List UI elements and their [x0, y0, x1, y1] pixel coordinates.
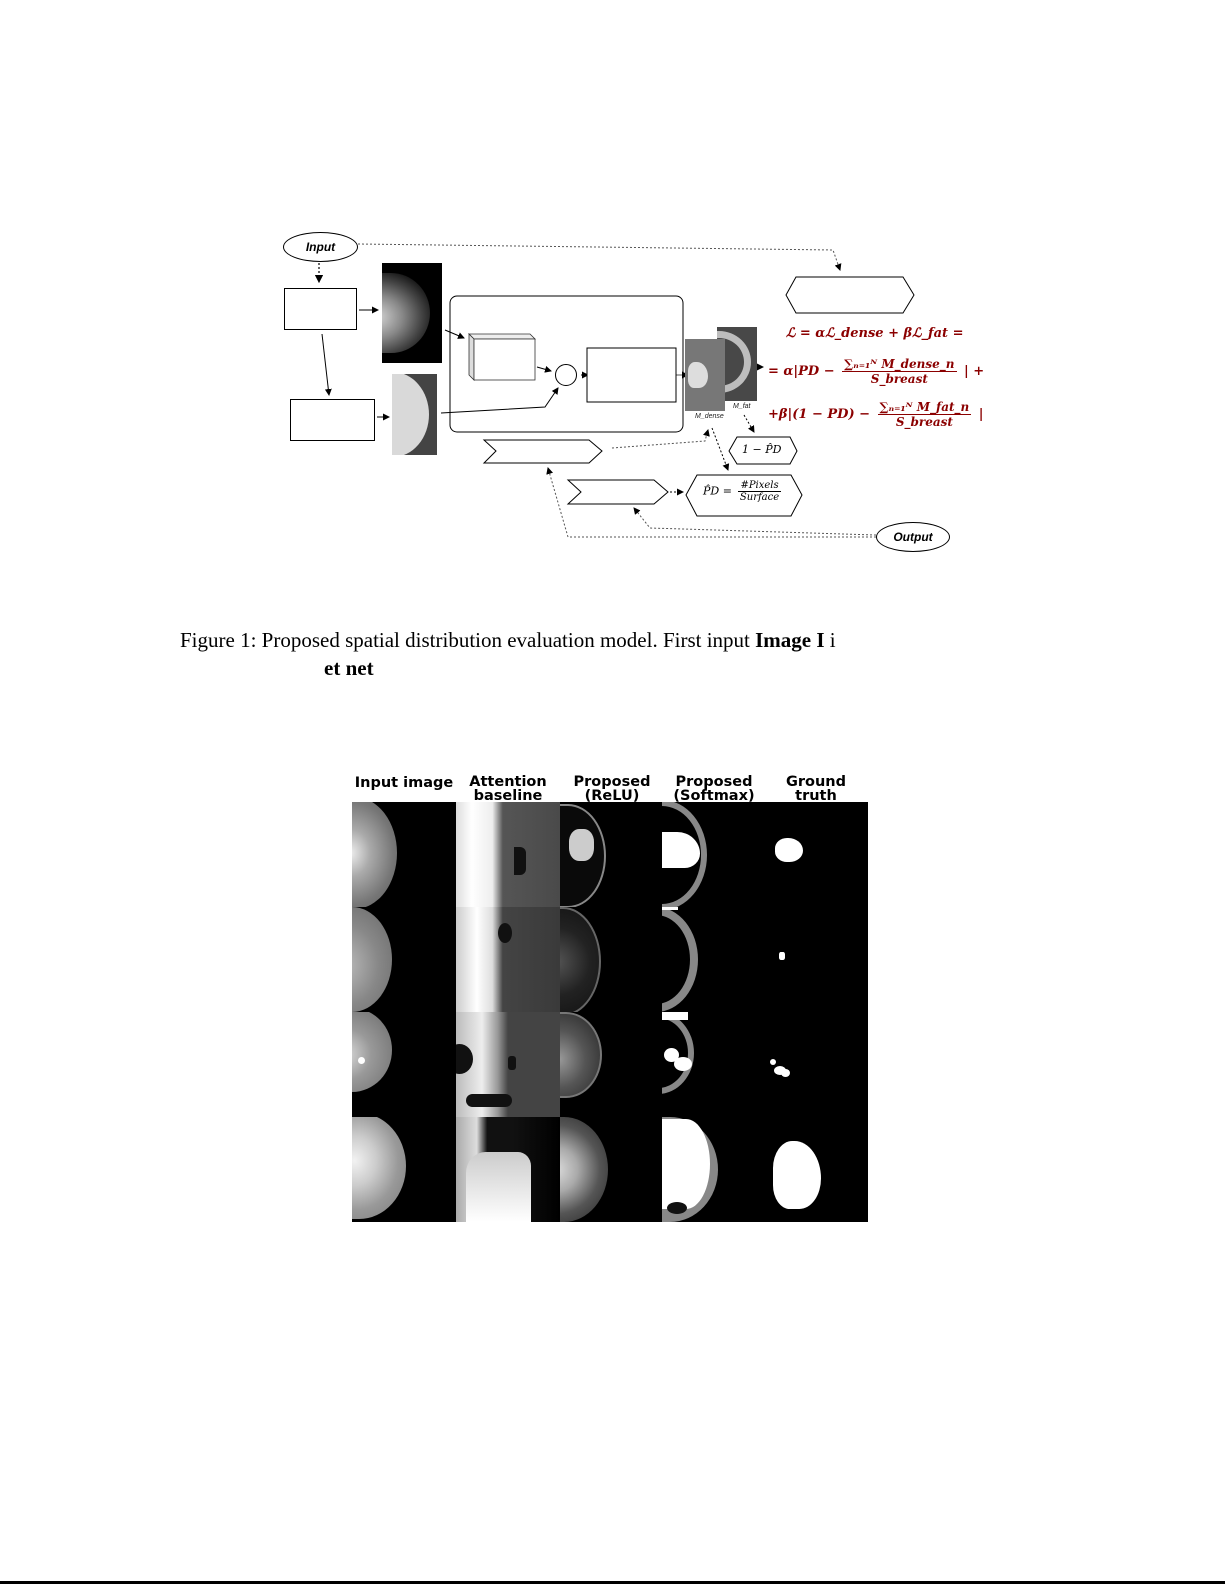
row3-input-image — [352, 1012, 456, 1117]
input-label: Input — [305, 240, 336, 254]
figure-1-caption-line1: Figure 1: Proposed spatial distribution … — [180, 628, 836, 653]
figure-1-caption-line2: et net — [324, 656, 374, 680]
diagram-connectors — [314, 243, 915, 538]
row2-ground-truth — [764, 907, 868, 1012]
header-line2: (ReLU) — [584, 788, 640, 804]
column-header-input-image: Input image — [352, 775, 456, 791]
row3-ground-truth — [764, 1012, 868, 1117]
row1-input-image — [352, 802, 456, 907]
row3-proposed-softmax — [662, 1012, 766, 1117]
header-line2: (Softmax) — [673, 788, 755, 804]
header-line1: Proposed — [573, 774, 651, 790]
loss-line3-prefix: +β|(1 − PD) − — [768, 407, 871, 422]
row3-proposed-relu — [560, 1012, 664, 1117]
row4-proposed-softmax — [662, 1117, 766, 1222]
header-line2: baseline — [473, 788, 543, 804]
preprocess-box — [284, 288, 357, 330]
loss-line2-prefix: = α|PD − — [768, 364, 835, 379]
row4-ground-truth — [764, 1117, 868, 1222]
pd-hat-numerator: #Pixels — [738, 480, 781, 492]
pd-hat-formula: P̂D = #Pixels Surface — [703, 480, 784, 503]
one-minus-pd-label: 1 − P̂D — [742, 443, 782, 456]
pd-hat-prefix: P̂D = — [703, 484, 732, 498]
loss-equation-line2: = α|PD − ∑ₙ₌₁ᴺ M_dense_n S_breast | + — [768, 357, 984, 386]
header-line2: truth — [795, 788, 837, 804]
row1-proposed-relu — [560, 802, 664, 907]
column-header-ground-truth: Ground truth — [764, 774, 868, 804]
row1-proposed-softmax — [662, 802, 766, 907]
loss-line2-denominator: S_breast — [870, 372, 928, 386]
pd-hat-denominator: Surface — [739, 492, 780, 503]
input-node: Input — [283, 232, 358, 262]
column-header-proposed-relu: Proposed (ReLU) — [560, 774, 664, 804]
header-line2: Input image — [354, 775, 454, 791]
pd-hat-fraction: #Pixels Surface — [738, 480, 781, 503]
mammogram-image — [382, 263, 442, 363]
breast-mask-image — [392, 374, 437, 455]
loss-line2-fraction: ∑ₙ₌₁ᴺ M_dense_n S_breast — [842, 357, 957, 386]
header-line1: Ground — [785, 774, 847, 790]
output-label: Output — [893, 530, 933, 544]
page-bottom-rule — [0, 1581, 1225, 1584]
loss-line3-fraction: ∑ₙ₌₁ᴺ M_fat_n S_breast — [877, 400, 972, 429]
row1-ground-truth — [764, 802, 868, 907]
row2-input-image — [352, 907, 456, 1012]
loss-line2-numerator: ∑ₙ₌₁ᴺ M_dense_n — [842, 357, 957, 372]
column-header-attention-baseline: Attention baseline — [456, 774, 560, 804]
row2-proposed-softmax — [662, 907, 766, 1012]
loss-line2-suffix: | + — [964, 364, 985, 379]
caption-text: Figure 1: Proposed spatial distribution … — [180, 628, 756, 652]
loss-equation-line3: +β|(1 − PD) − ∑ₙ₌₁ᴺ M_fat_n S_breast | — [768, 400, 984, 429]
m-fat-label: M_fat — [733, 403, 751, 410]
segmentation-box — [290, 399, 375, 441]
header-line1: Attention — [469, 774, 547, 790]
row4-proposed-relu — [560, 1117, 664, 1222]
m-dense-image — [685, 339, 725, 411]
loss-line3-suffix: | — [978, 407, 984, 422]
row4-input-image — [352, 1117, 456, 1222]
row1-attention-baseline — [456, 802, 560, 907]
caption-bold-image-i: Image I — [755, 628, 825, 652]
row4-attention-baseline — [456, 1117, 560, 1222]
output-node: Output — [876, 522, 950, 552]
caption-tail: i — [824, 628, 836, 652]
column-header-proposed-softmax: Proposed (Softmax) — [662, 774, 766, 804]
row2-proposed-relu — [560, 907, 664, 1012]
loss-line3-numerator: ∑ₙ₌₁ᴺ M_fat_n — [877, 400, 972, 415]
loss-equation-line1: ℒ = αℒ_dense + βℒ_fat = — [786, 326, 964, 341]
row2-attention-baseline — [456, 907, 560, 1012]
loss-line3-denominator: S_breast — [895, 415, 953, 429]
m-dense-label: M_dense — [695, 413, 724, 420]
row3-attention-baseline — [456, 1012, 560, 1117]
header-line1: Proposed — [675, 774, 753, 790]
